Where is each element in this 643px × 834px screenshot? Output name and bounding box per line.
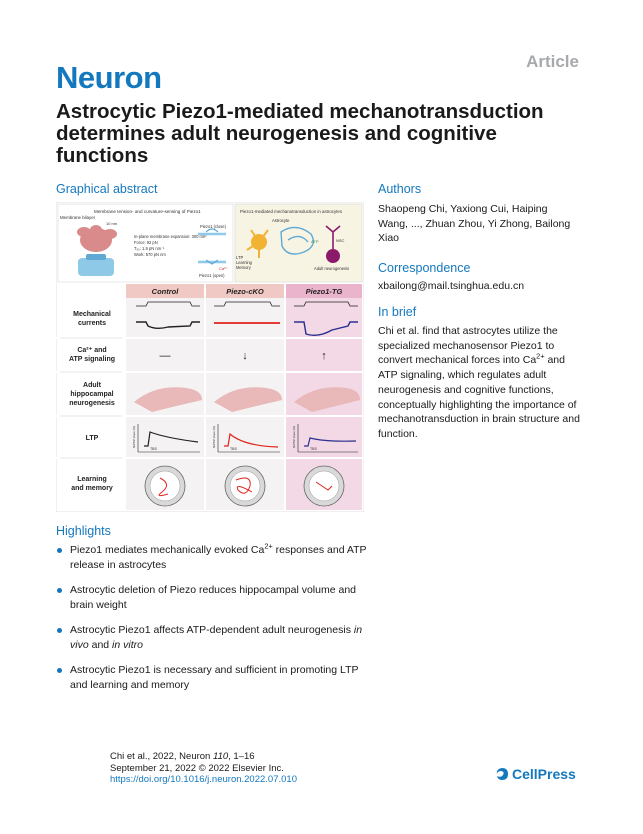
bullet-icon xyxy=(57,628,62,633)
astrocyte-illustration xyxy=(246,229,269,258)
svg-text:TBS: TBS xyxy=(230,447,237,451)
ltp-plots xyxy=(137,424,358,453)
ga-membrane-label: Membrane bilayer xyxy=(60,215,96,220)
column-piezo-cko: Piezo-cKO xyxy=(226,287,264,296)
nsc-illustration xyxy=(325,225,341,263)
neural-network-illustration xyxy=(280,226,314,255)
neurogenesis-illustrations xyxy=(134,387,360,412)
svg-text:T₅₀: 1.9 pN nm⁻¹: T₅₀: 1.9 pN nm⁻¹ xyxy=(134,246,165,251)
highlights-heading: Highlights xyxy=(56,524,111,538)
doi-link[interactable]: https://doi.org/10.1016/j.neuron.2022.07… xyxy=(110,774,297,785)
bullet-icon xyxy=(57,588,62,593)
svg-text:TBS: TBS xyxy=(150,447,157,451)
trace-control xyxy=(136,301,200,329)
citation-block: Chi et al., 2022, Neuron 110, 1–16 Septe… xyxy=(110,751,297,785)
highlight-item: Piezo1 mediates mechanically evoked Ca2+… xyxy=(56,542,376,573)
cellpress-logo-icon xyxy=(496,768,508,780)
bullet-icon xyxy=(57,548,62,553)
svg-text:fEPSP slope (%): fEPSP slope (%) xyxy=(212,426,216,448)
signaling-control: — xyxy=(160,350,171,362)
in-brief-text: Chi et al. find that astrocytes utilize … xyxy=(378,325,580,440)
svg-text:fEPSP slope (%): fEPSP slope (%) xyxy=(132,426,136,448)
article-title: Astrocytic Piezo1-mediated mechanotransd… xyxy=(56,100,544,167)
svg-text:Piezo1 (open): Piezo1 (open) xyxy=(199,273,225,278)
svg-text:fEPSP slope (%): fEPSP slope (%) xyxy=(292,426,296,448)
svg-text:Force: 92 pN: Force: 92 pN xyxy=(134,240,158,245)
svg-text:Work: 570 pN nm: Work: 570 pN nm xyxy=(134,252,166,257)
correspondence-email[interactable]: xbailong@mail.tsinghua.edu.cn xyxy=(378,280,525,292)
ga-right-title: Piezo1-mediated mechanotransduction in a… xyxy=(240,209,343,214)
authors-list: Shaopeng Chi, Yaxiong Cui, Haiping Wang,… xyxy=(378,203,571,244)
cellpress-logo: CellPress xyxy=(494,766,576,782)
maze-cko xyxy=(224,465,266,507)
authors-heading: Authors xyxy=(378,182,422,196)
svg-text:ATP: ATP xyxy=(311,239,319,244)
highlight-item: Astrocytic deletion of Piezo reduces hip… xyxy=(56,583,376,613)
trace-cko xyxy=(214,301,280,324)
signaling-cko: ↓ xyxy=(242,350,248,362)
highlight-item: Astrocytic Piezo1 is necessary and suffi… xyxy=(56,663,376,693)
svg-text:Ca²⁺: Ca²⁺ xyxy=(219,266,228,271)
graphical-abstract-figure: Membrane tension- and curvature-sensing … xyxy=(56,202,364,512)
maze-tg xyxy=(303,465,345,507)
in-brief-heading: In brief xyxy=(378,305,417,319)
trace-tg xyxy=(294,301,358,337)
journal-logo: Neuron xyxy=(56,60,162,95)
svg-text:Astrocyte: Astrocyte xyxy=(272,218,290,223)
svg-text:NSC: NSC xyxy=(336,238,345,243)
svg-text:Adult neurogenesis: Adult neurogenesis xyxy=(314,266,349,271)
svg-text:TBS: TBS xyxy=(310,447,317,451)
maze-control xyxy=(144,465,186,507)
row-ltp: LTP xyxy=(86,435,99,442)
correspondence-heading: Correspondence xyxy=(378,261,471,275)
piezo-open-illustration xyxy=(198,259,226,265)
highlight-item: Astrocytic Piezo1 affects ATP-dependent … xyxy=(56,623,376,653)
ga-left-title: Membrane tension- and curvature-sensing … xyxy=(94,209,201,214)
column-piezo1-tg: Piezo1-TG xyxy=(306,287,343,296)
svg-text:Piezo1 (close): Piezo1 (close) xyxy=(200,224,227,229)
svg-text:In-plane membrane expansion: 3: In-plane membrane expansion: 300 nm² xyxy=(134,234,207,239)
ga-size-label: 10 nm xyxy=(106,221,118,226)
piezo-side-illustration xyxy=(78,254,114,276)
signaling-tg: ↑ xyxy=(321,350,327,362)
column-control: Control xyxy=(152,287,180,296)
piezo-structure-illustration xyxy=(77,225,117,252)
article-type-label: Article xyxy=(526,52,579,71)
bullet-icon xyxy=(57,668,62,673)
piezo-close-illustration xyxy=(198,228,226,236)
highlights-list: Piezo1 mediates mechanically evoked Ca2+… xyxy=(56,542,376,703)
graphical-abstract-heading: Graphical abstract xyxy=(56,182,158,196)
